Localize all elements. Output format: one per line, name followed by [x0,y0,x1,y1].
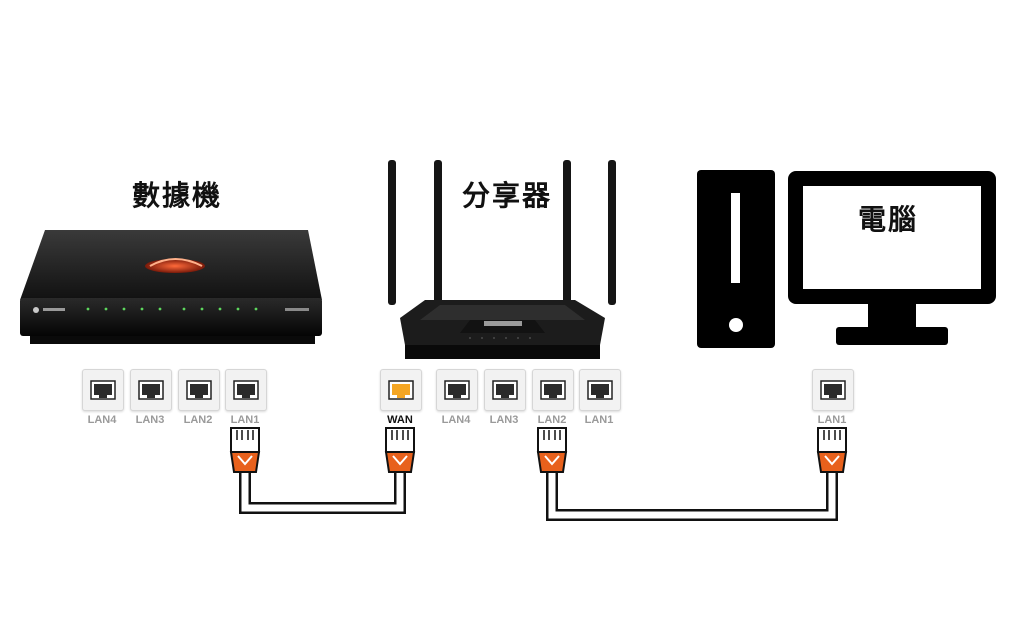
modem-title: 數據機 [132,179,223,212]
rj45-port-icon [587,380,613,400]
ethernet-plug-icon [384,427,416,473]
rj45-port-icon [444,380,470,400]
router-port-label-wan: WAN [387,414,413,426]
monitor-icon [788,171,996,345]
computer-port-label: LAN1 [817,414,847,426]
computer-port-lan1 [812,369,854,411]
modem-port-lan4 [82,369,124,411]
router-port-lan4 [436,369,478,411]
router-port-label: LAN2 [537,414,567,426]
modem-device-icon [20,230,322,344]
rj45-port-icon [388,380,414,400]
rj45-port-icon [90,380,116,400]
router-port-lan2 [532,369,574,411]
computer-title: 電腦 [858,203,919,236]
rj45-port-icon [492,380,518,400]
rj45-port-icon [138,380,164,400]
rj45-port-icon [540,380,566,400]
cable-router-to-computer [546,470,838,521]
rj45-port-icon [186,380,212,400]
modem-port-lan2 [178,369,220,411]
router-port-label: LAN3 [489,414,519,426]
modem-port-label: LAN1 [230,414,260,426]
modem-port-lan3 [130,369,172,411]
rj45-port-icon [233,380,259,400]
router-port-lan3 [484,369,526,411]
modem-port-label: LAN4 [87,414,117,426]
modem-port-label: LAN2 [183,414,213,426]
router-port-label: LAN4 [441,414,471,426]
cable-modem-to-router [239,470,406,514]
router-title: 分享器 [462,179,553,212]
modem-port-lan1 [225,369,267,411]
router-device-icon [388,160,616,359]
ethernet-plug-icon [816,427,848,473]
rj45-port-icon [820,380,846,400]
router-port-label: LAN1 [584,414,614,426]
ethernet-plug-icon [536,427,568,473]
router-port-wan [380,369,422,411]
pc-tower-icon [697,170,775,348]
modem-port-label: LAN3 [135,414,165,426]
router-port-lan1 [579,369,621,411]
ethernet-plug-icon [229,427,261,473]
